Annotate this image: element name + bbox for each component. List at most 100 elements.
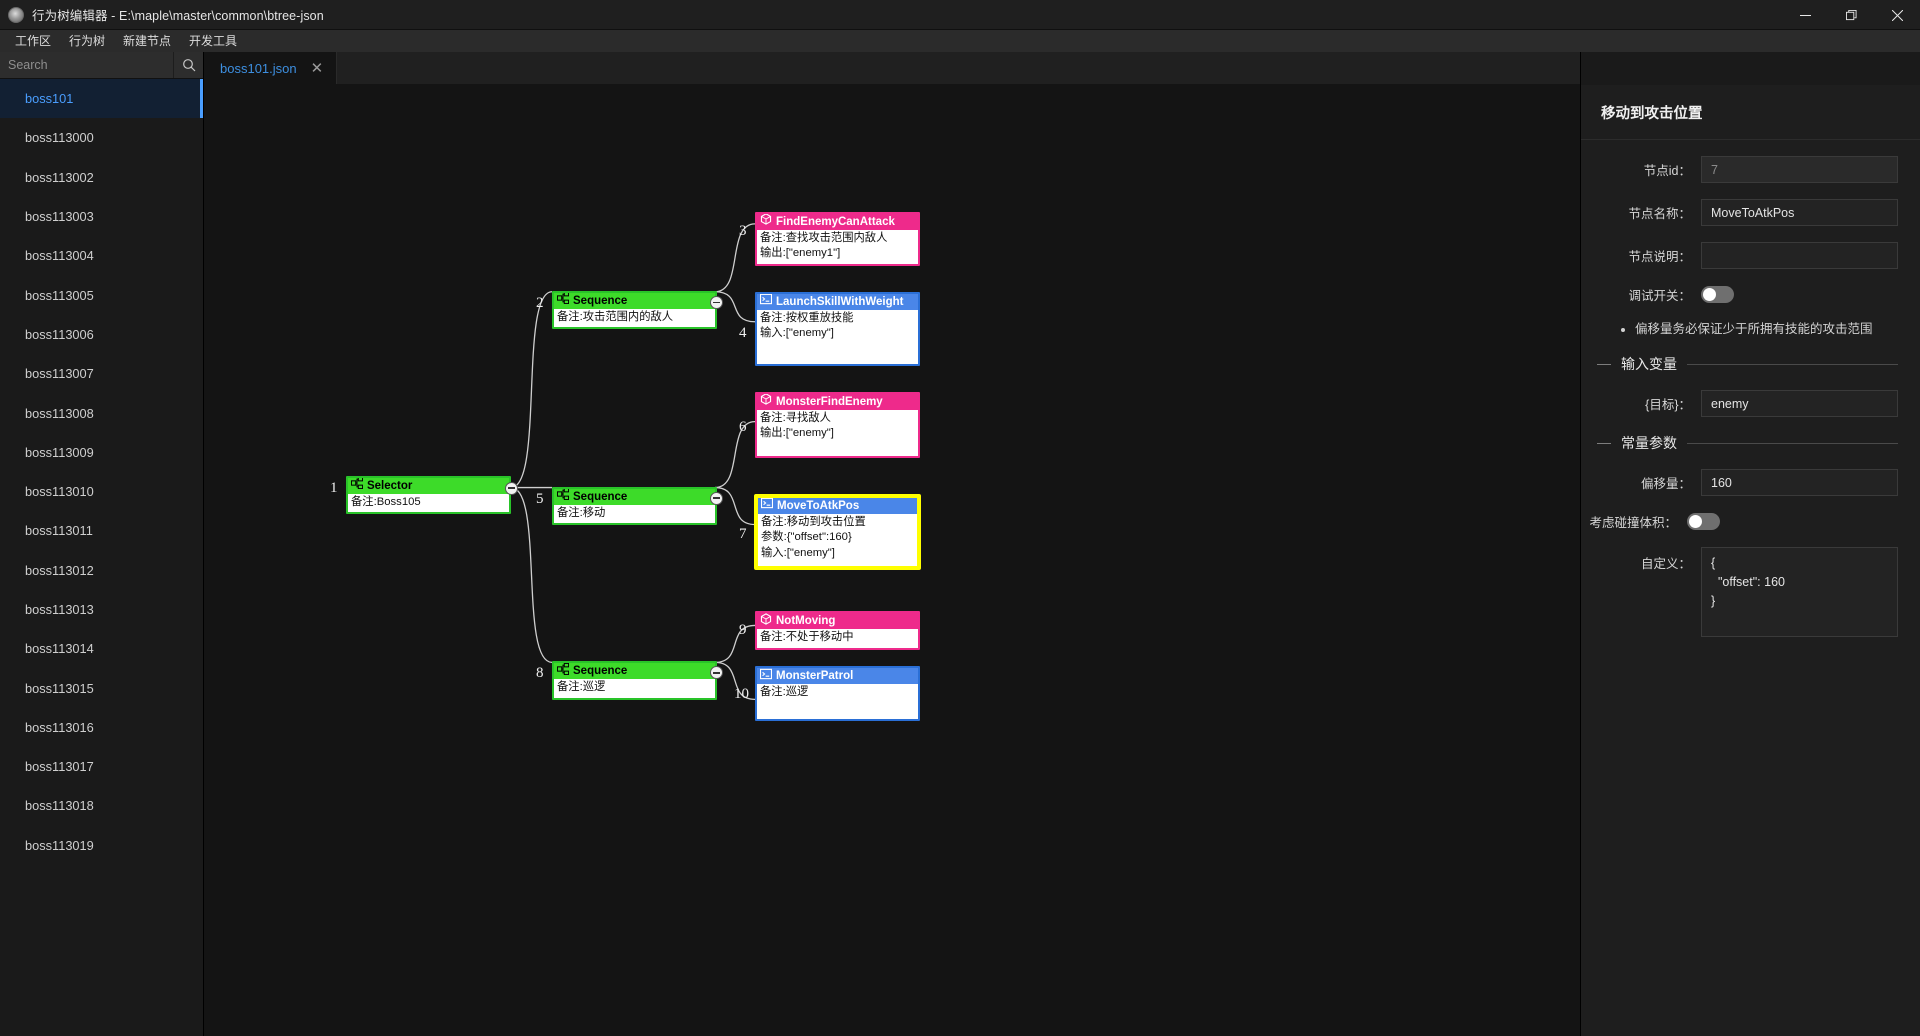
note-list: 偏移量务必保证少于所拥有技能的攻击范围 [1621,320,1898,338]
node-id-input [1701,156,1898,183]
menu-item-behavior-tree[interactable]: 行为树 [69,34,106,48]
sidebar-item-boss113002[interactable]: boss113002 [0,158,203,197]
minimize-button[interactable] [1782,0,1828,30]
menu-item-dev-tools[interactable]: 开发工具 [189,34,238,48]
condition-node-icon [760,393,772,411]
node-body: 备注:Boss105 [348,494,509,513]
sidebar-item-boss113013[interactable]: boss113013 [0,590,203,629]
composite-node-icon [556,488,570,506]
sidebar-item-boss113007[interactable]: boss113007 [0,354,203,393]
sidebar-item-boss113006[interactable]: boss113006 [0,315,203,354]
sidebar-item-boss113004[interactable]: boss113004 [0,236,203,275]
node-detail-line: 输入:["enemy"] [761,546,835,559]
sidebar-item-boss113000[interactable]: boss113000 [0,118,203,157]
field-node-name: 节点名称： [1581,199,1898,226]
close-icon[interactable]: ✕ [310,59,324,77]
sidebar-item-boss101[interactable]: boss101 [0,79,203,119]
node-title: MoveToAtkPos [777,499,860,512]
collapse-port-icon[interactable] [505,481,518,495]
collapse-port-icon[interactable] [710,666,723,680]
sidebar-item-boss113012[interactable]: boss113012 [0,551,203,590]
node-desc-input[interactable] [1701,242,1898,269]
node-detail-line: 备注:攻击范围内的敌人 [557,310,674,323]
sidebar-item-boss113019[interactable]: boss113019 [0,826,203,865]
section-input-variables: 输入变量 [1597,354,1898,374]
node-index-1: 1 [330,479,338,496]
section-title: 常量参数 [1621,435,1677,451]
window-title: 行为树编辑器 - E:\maple\master\common\btree-js… [32,9,324,23]
node-index-9: 9 [739,622,747,639]
node-index-6: 6 [739,418,747,435]
sidebar-item-boss113015[interactable]: boss113015 [0,668,203,707]
menu-item-new-node[interactable]: 新建节点 [123,34,172,48]
node-header: MoveToAtkPos [758,497,917,514]
sidebar-item-label: boss113013 [25,602,94,617]
sidebar-item-label: boss113006 [25,326,94,342]
collapse-dash-icon[interactable] [1597,363,1611,365]
collapse-dash-icon[interactable] [1597,442,1611,444]
action-node-icon [759,668,773,685]
node-body: 备注:攻击范围内的敌人 [554,309,715,328]
node-body: 备注:移动 [554,505,715,524]
node-title: MonsterPatrol [776,670,854,683]
debug-switch-toggle[interactable] [1701,286,1734,303]
sidebar-item-label: boss113008 [25,405,94,421]
menu-item-workspace[interactable]: 工作区 [15,34,52,48]
title-bar: 行为树编辑器 - E:\maple\master\common\btree-js… [0,0,1920,30]
sidebar-item-boss113009[interactable]: boss113009 [0,433,203,472]
close-button[interactable] [1874,0,1920,30]
tab-boss101-json[interactable]: boss101.json ✕ [204,52,338,84]
node-header: LaunchSkillWithWeight [757,293,918,310]
sidebar-item-boss113014[interactable]: boss113014 [0,629,203,668]
offset-input[interactable] [1701,469,1898,496]
sidebar-item-boss113011[interactable]: boss113011 [0,511,203,550]
collision-toggle[interactable] [1687,513,1720,530]
input-target-input[interactable] [1701,390,1898,417]
debug-switch-label: 调试开关： [1628,289,1691,303]
node-detail-line: 备注:巡逻 [760,686,809,699]
app-logo-icon [8,6,24,23]
node-detail-line: 备注:移动到攻击位置 [761,515,866,528]
sidebar-item-boss113016[interactable]: boss113016 [0,708,203,747]
maximize-button[interactable] [1828,0,1874,30]
tree-node-Sequence[interactable]: Sequence 备注:攻击范围内的敌人 [552,290,717,330]
node-name-input[interactable] [1701,199,1898,226]
sidebar-item-boss113017[interactable]: boss113017 [0,747,203,786]
collapse-port-icon[interactable] [710,295,723,309]
node-title: Sequence [573,294,628,307]
sidebar-item-boss113005[interactable]: boss113005 [0,275,203,314]
sidebar-item-boss113008[interactable]: boss113008 [0,393,203,432]
node-title: FindEnemyCanAttack [776,215,895,228]
tree-node-MonsterPatrol[interactable]: MonsterPatrol 备注:巡逻 [755,666,920,722]
sidebar-item-label: boss113004 [25,248,94,264]
sidebar-item-label: boss113017 [25,759,94,775]
node-detail-line: 备注:查找攻击范围内敌人 [760,231,888,244]
node-detail-line: 备注:Boss105 [350,495,421,508]
search-input[interactable] [0,52,173,78]
sidebar-item-boss113003[interactable]: boss113003 [0,197,203,236]
tree-node-FindEnemyCanAttack[interactable]: FindEnemyCanAttack 备注:查找攻击范围内敌人输出:["enemy… [755,211,920,266]
tab-bar: boss101.json ✕ [204,52,1580,84]
sidebar-item-boss113018[interactable]: boss113018 [0,786,203,825]
search-icon[interactable] [173,52,203,78]
sidebar-item-boss113010[interactable]: boss113010 [0,472,203,511]
node-index-7: 7 [739,525,747,542]
node-index-4: 4 [739,324,747,341]
custom-label: 自定义： [1640,557,1691,571]
collapse-port-icon[interactable] [710,491,723,505]
custom-json-textarea[interactable]: { "offset": 160 } [1701,547,1898,637]
condition-node-icon [760,613,772,630]
sidebar-item-label: boss113010 [25,484,94,500]
node-body: 备注:查找攻击范围内敌人输出:["enemy1"] [757,230,918,264]
sidebar-item-label: boss113012 [25,562,94,578]
